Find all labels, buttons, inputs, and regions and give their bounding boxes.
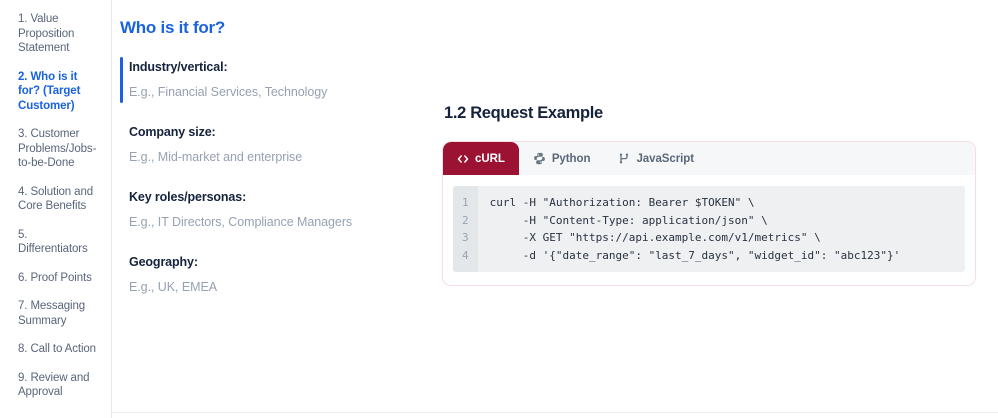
field-key-roles-personas[interactable]: Key roles/personas: E.g., IT Directors, …: [120, 190, 442, 229]
code-block[interactable]: 1 2 3 4 curl -H "Authorization: Bearer $TOK…: [453, 186, 965, 272]
sidebar-item-8[interactable]: 8. Call to Action: [18, 343, 96, 355]
code-line-numbers: 1 2 3 4: [453, 186, 478, 272]
request-example-section: 1.2 Request Example cURL: [442, 0, 998, 418]
field-label-company-size: Company size:: [129, 125, 216, 139]
field-label-industry-vertical: Industry/vertical:: [129, 60, 228, 74]
git-branch-icon: [618, 152, 630, 165]
code-line-2: -H "Content-Type: application/json" \: [489, 213, 768, 227]
code-example-card: cURL Python: [442, 141, 976, 286]
sidebar-item-6[interactable]: 6. Proof Points: [18, 271, 92, 284]
field-label-geography: Geography:: [129, 255, 198, 269]
sidebar-item-4[interactable]: 4. Solution and Core Benefits: [18, 185, 94, 213]
code-brackets-icon: [457, 153, 469, 165]
sidebar-item-7[interactable]: 7. Messaging Summary: [18, 300, 86, 327]
line-number-1: 1: [462, 196, 469, 209]
section-heading-request-example: 1.2 Request Example: [444, 104, 603, 122]
tab-label-curl: cURL: [475, 152, 505, 165]
code-line-1: curl -H "Authorization: Bearer $TOKEN" \: [489, 196, 755, 209]
code-language-tabs: cURL Python: [443, 142, 975, 175]
code-panel: 1 2 3 4 curl -H "Authorization: Bearer $TOK…: [443, 175, 975, 285]
line-number-2: 2: [462, 213, 469, 227]
field-label-key-roles-personas: Key roles/personas:: [129, 190, 247, 204]
bottom-divider: [112, 412, 998, 413]
tab-label-python: Python: [551, 152, 591, 165]
tab-javascript[interactable]: JavaScript: [604, 142, 708, 175]
field-input-geography[interactable]: E.g., UK, EMEA: [129, 280, 218, 294]
sidebar-item-3[interactable]: 3. Customer Problems/Jobs-to-be-Done: [18, 128, 97, 169]
code-line-3: -X GET "https://api.example.com/v1/metri…: [489, 231, 821, 244]
tab-label-javascript: JavaScript: [636, 152, 695, 165]
sidebar-item-2[interactable]: 2. Who is it for? (Target Customer): [18, 70, 81, 112]
field-geography[interactable]: Geography: E.g., UK, EMEA: [120, 255, 442, 294]
code-line-4: -d '{"date_range": "last_7_days", "widge…: [489, 248, 901, 262]
page-title: Who is it for?: [120, 18, 226, 37]
sidebar-item-9[interactable]: 9. Review and Approval: [18, 371, 90, 399]
field-input-industry-vertical[interactable]: E.g., Financial Services, Technology: [129, 85, 328, 99]
python-logo-icon: [533, 152, 546, 165]
field-industry-vertical[interactable]: Industry/vertical: E.g., Financial Servi…: [120, 57, 442, 103]
sidebar-item-1[interactable]: 1. Value Proposition Statement: [18, 13, 75, 54]
line-number-4: 4: [462, 248, 469, 262]
line-number-3: 3: [462, 231, 469, 244]
code-content: curl -H "Authorization: Bearer $TOKEN" \…: [478, 186, 911, 272]
field-company-size[interactable]: Company size: E.g., Mid-market and enter…: [120, 125, 442, 164]
tab-python[interactable]: Python: [519, 142, 605, 175]
sidebar-nav: 1. Value Proposition Statement 2. Who is…: [0, 0, 112, 418]
field-input-company-size[interactable]: E.g., Mid-market and enterprise: [129, 150, 303, 164]
sidebar-item-5[interactable]: 5. Differentiators: [18, 228, 88, 256]
field-input-key-roles-personas[interactable]: E.g., IT Directors, Compliance Managers: [129, 215, 353, 229]
form-section: Who is it for? Industry/vertical: E.g., …: [112, 0, 442, 418]
tab-curl[interactable]: cURL: [443, 142, 519, 175]
